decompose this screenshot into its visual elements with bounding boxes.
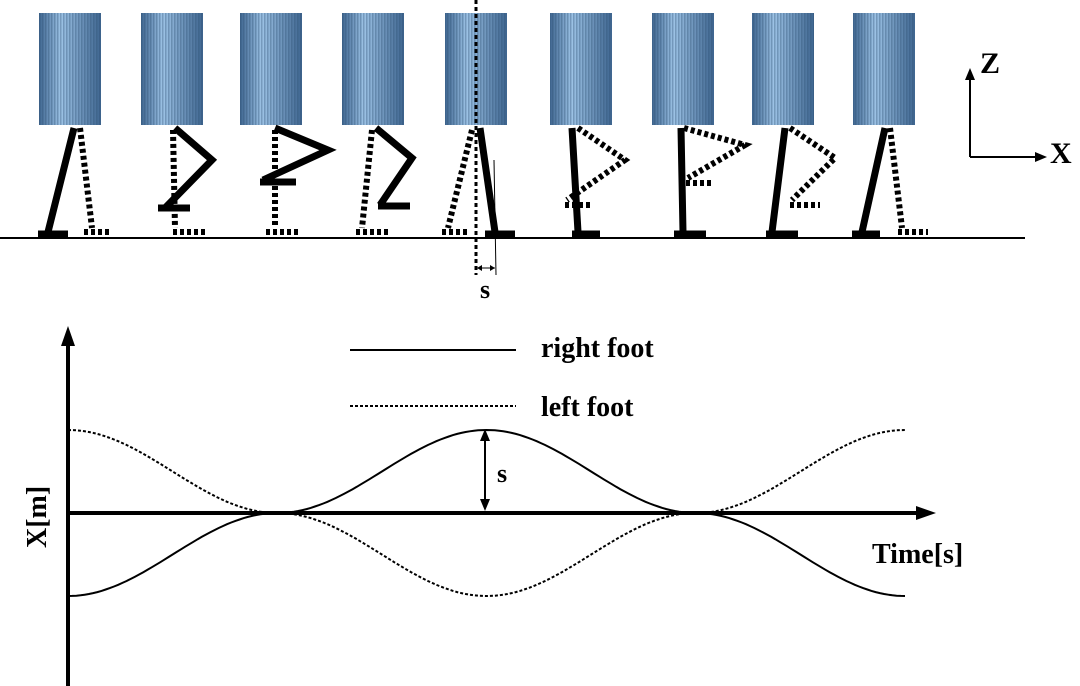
plot-ylabel: X[m] [22, 486, 53, 548]
legend-label-left-foot: left foot [541, 392, 634, 423]
left-leg [788, 125, 840, 208]
axes-icon [965, 68, 1047, 162]
right-leg [260, 124, 337, 186]
z-axis-label: Z [980, 47, 1000, 80]
amplitude-label: s [497, 459, 507, 488]
left-leg [356, 129, 388, 235]
right-leg [568, 127, 600, 238]
right-leg [476, 127, 515, 238]
left-leg [565, 125, 631, 208]
left-leg [442, 129, 475, 235]
left-leg [683, 125, 753, 186]
x-axis-label: X [1050, 137, 1072, 170]
robot-frame [652, 13, 753, 238]
robot-frame [38, 13, 112, 238]
legend: right foot left foot [350, 333, 654, 423]
robot-frames [38, 13, 928, 238]
plot-xlabel: Time[s] [872, 539, 963, 570]
amplitude-marker [480, 429, 490, 511]
right-leg [158, 125, 218, 212]
right-leg [373, 125, 417, 210]
left-leg [170, 129, 206, 235]
robot-frame [240, 13, 337, 235]
step-length-label: s [480, 275, 490, 304]
robot-frame [141, 13, 218, 235]
step-marker [474, 0, 497, 276]
right-leg [766, 127, 798, 238]
right-leg [38, 127, 78, 238]
plot-axes [61, 326, 936, 686]
robot-frame [752, 13, 840, 238]
series-right-foot-line [67, 428, 906, 597]
robot-frame [852, 13, 928, 238]
left-leg [77, 127, 112, 235]
robot-frame [342, 13, 417, 235]
robot-frame [550, 13, 631, 238]
series-left-foot-line [67, 429, 906, 598]
right-leg [852, 127, 889, 238]
robot-frame [442, 13, 515, 238]
legend-label-right-foot: right foot [541, 333, 654, 364]
left-leg [887, 127, 928, 235]
right-leg [674, 127, 706, 238]
